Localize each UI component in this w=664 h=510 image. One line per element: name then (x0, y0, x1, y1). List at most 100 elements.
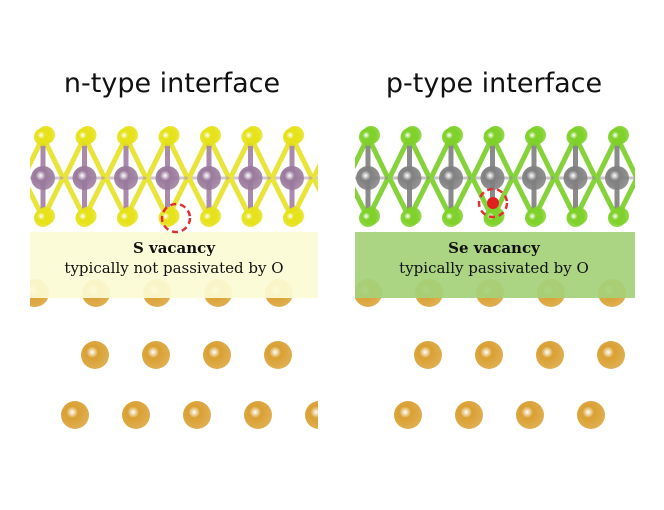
substrate-atom (659, 279, 664, 307)
chalcogen-atom (241, 128, 260, 146)
substrate-atom (455, 401, 483, 429)
chalcogen-atom (325, 128, 343, 146)
bond (334, 137, 354, 178)
p-type-title: p-type interface (385, 68, 603, 99)
chalcogen-atom (525, 209, 543, 227)
chalcogen-atom (0, 128, 11, 146)
bond (334, 178, 354, 218)
bond (0, 178, 2, 218)
chalcogen-atom (117, 209, 135, 227)
chalcogen-atom (200, 209, 218, 227)
bond (2, 178, 22, 218)
metal-atom (197, 166, 221, 190)
chalcogen-atom (283, 128, 301, 146)
substrate-atom (325, 341, 353, 369)
chalcogen-atom (75, 128, 94, 146)
metal-atom (238, 166, 263, 190)
chalcogen-atom (158, 209, 177, 227)
chalcogen-atom (608, 128, 626, 146)
metal-atom (280, 166, 304, 190)
bond (659, 137, 664, 178)
substrate-atom (81, 341, 109, 369)
substrate-atom (597, 341, 625, 369)
p-type-label: Se vacancy typically passivated by O (350, 238, 638, 278)
metal-atom (114, 166, 138, 190)
chalcogen-atom (653, 126, 664, 144)
metal-atom (31, 166, 55, 190)
substrate-atom (326, 279, 354, 307)
label-box (30, 232, 318, 298)
n-label-title: S vacancy (132, 239, 216, 257)
chalcogen-atom (328, 126, 346, 144)
substrate-atom (658, 341, 664, 369)
metal-atom (72, 166, 97, 190)
chalcogen-atom (328, 207, 346, 225)
chalcogen-atom (442, 209, 460, 227)
metal-atom (522, 166, 546, 190)
chalcogen-atom (359, 128, 377, 146)
chalcogen-atom (566, 209, 585, 227)
chalcogen-atom (318, 209, 336, 227)
chalcogen-atom (566, 128, 585, 146)
chalcogen-atom (650, 209, 664, 227)
substrate-atom (386, 341, 414, 369)
chalcogen-atom (117, 128, 135, 146)
metal-atom (155, 166, 180, 190)
bond (327, 137, 347, 178)
metal-atom (439, 166, 463, 190)
chalcogen-atom (0, 209, 11, 227)
substrate-atom (183, 401, 211, 429)
metal-atom (0, 166, 14, 190)
bond (639, 178, 659, 218)
bond (2, 137, 22, 178)
metal-atom (356, 166, 380, 190)
chalcogen-atom (525, 128, 543, 146)
chalcogen-atom (325, 209, 343, 227)
chalcogen-atom (442, 128, 460, 146)
substrate-atom (638, 401, 664, 429)
substrate-atom (414, 341, 442, 369)
substrate-atom (475, 341, 503, 369)
panel-1 (315, 126, 664, 429)
metal-atom (480, 166, 505, 190)
n-type-title: n-type interface (63, 68, 281, 99)
substrate-atom (305, 401, 318, 429)
chalcogen-atom (321, 207, 339, 225)
chalcogen-atom (0, 126, 14, 144)
metal-atom (315, 166, 339, 190)
substrate-atom (366, 401, 394, 429)
bond (639, 137, 659, 178)
bond (659, 178, 664, 218)
chalcogen-atom (200, 128, 218, 146)
bond (311, 176, 318, 193)
chalcogen-atom (400, 128, 419, 146)
metal-atom (397, 166, 422, 190)
chalcogen-atom (400, 209, 419, 227)
substrate-atom (516, 401, 544, 429)
chalcogen-atom (34, 128, 52, 146)
label-box (355, 232, 635, 298)
chalcogen-atom (608, 209, 626, 227)
chalcogen-atom (359, 209, 377, 227)
bond (311, 163, 318, 180)
oxygen-atom (487, 197, 499, 209)
chalcogen-atom (318, 128, 336, 146)
chalcogen-atom (0, 207, 14, 225)
chalcogen-atom (34, 209, 52, 227)
p-label-title: Se vacancy (448, 239, 540, 257)
chalcogen-atom (650, 128, 664, 146)
n-label-sub: typically not passivated by O (64, 259, 284, 277)
substrate-atom (394, 401, 422, 429)
vacancy-marker (160, 202, 192, 234)
p-label-sub: typically passivated by O (399, 259, 589, 277)
substrate-atom (142, 341, 170, 369)
substrate-atom (244, 401, 272, 429)
chalcogen-atom (283, 209, 301, 227)
bond (327, 178, 347, 218)
chalcogen-atom (483, 128, 502, 146)
metal-atom (647, 166, 664, 190)
substrate-atom (264, 341, 292, 369)
substrate-atom (536, 341, 564, 369)
substrate-atom (122, 401, 150, 429)
